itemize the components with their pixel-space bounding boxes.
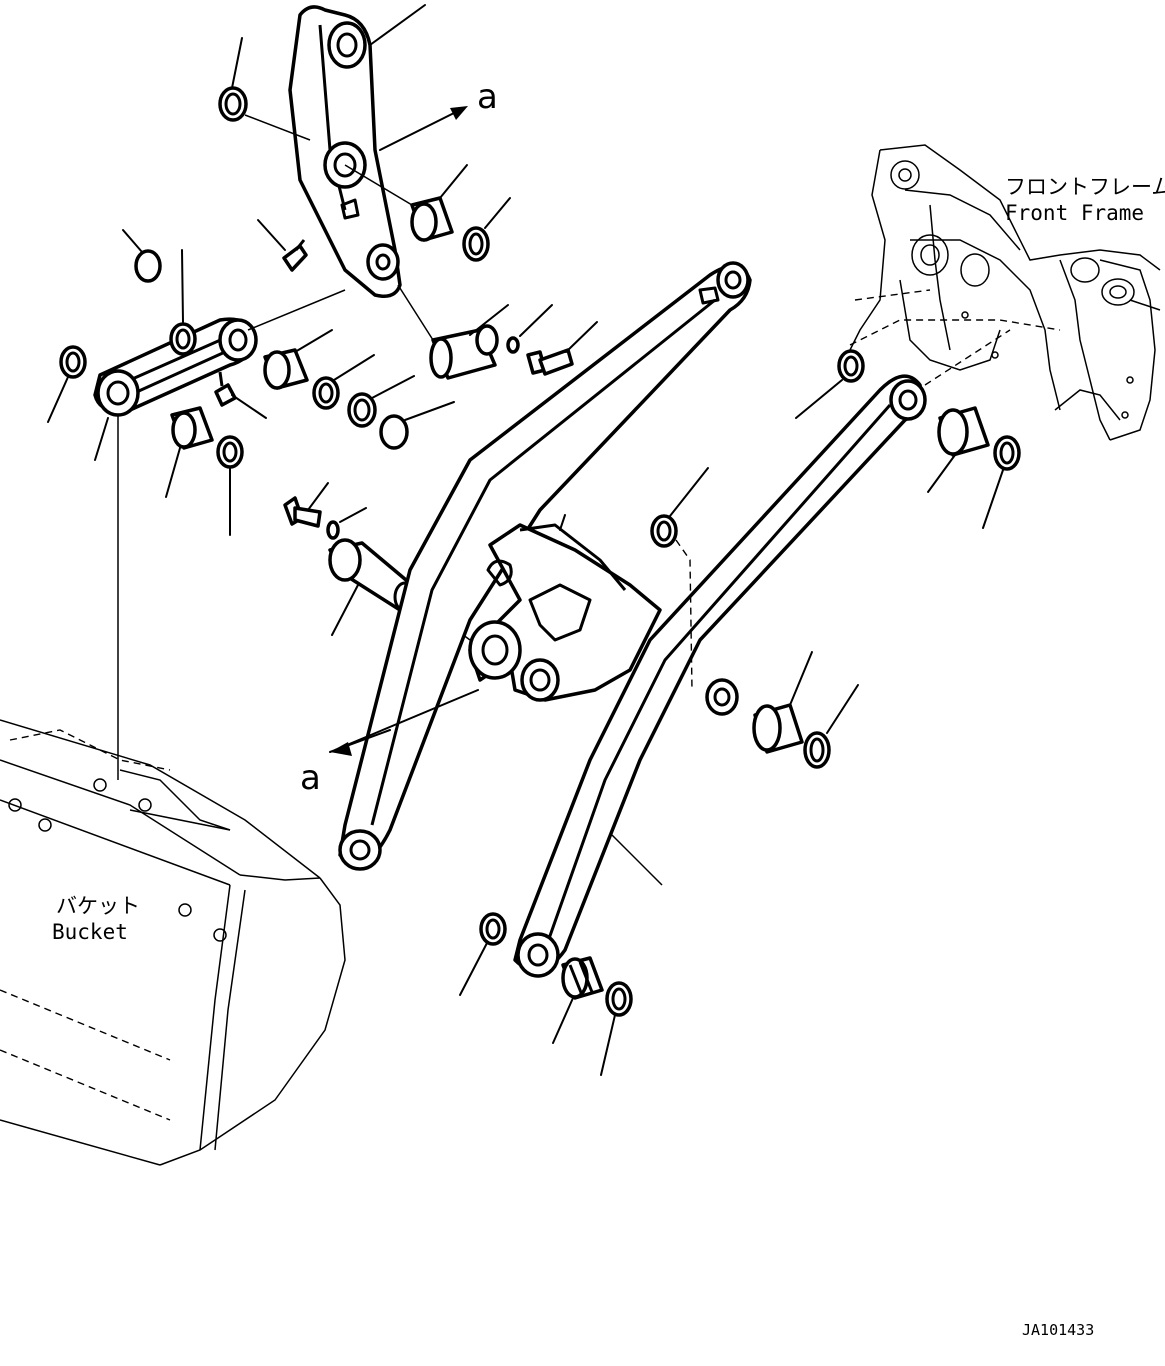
cap xyxy=(134,249,162,283)
grease-fitting xyxy=(214,371,237,407)
bucket-drawing xyxy=(0,719,346,1166)
washer xyxy=(326,520,340,540)
cap xyxy=(379,414,409,450)
leader-line xyxy=(294,329,333,353)
bushing xyxy=(937,406,990,457)
view-arrow-top xyxy=(379,109,461,151)
lift-arm-right xyxy=(513,374,927,978)
washer xyxy=(506,336,520,354)
seal-ring xyxy=(650,514,678,548)
seal-ring xyxy=(169,322,197,356)
grease-fitting xyxy=(282,239,308,272)
view-marker-bottom: a xyxy=(300,758,321,798)
bucket-label-ja: バケット xyxy=(56,894,140,918)
leader-line xyxy=(257,219,286,251)
view-arrow-top-head xyxy=(450,106,468,120)
leader-line xyxy=(439,164,468,199)
leader-line xyxy=(339,507,367,523)
seal-ring xyxy=(837,349,865,383)
seal-ring xyxy=(462,226,490,262)
leader-line xyxy=(469,304,509,336)
leader-bell-crank xyxy=(369,4,426,46)
leader-line xyxy=(826,684,859,734)
leader-line xyxy=(333,354,375,381)
leader-line xyxy=(181,249,184,323)
leader-line xyxy=(94,417,109,461)
leader-line xyxy=(307,482,329,511)
view-marker-top: a xyxy=(477,77,498,117)
leader-line xyxy=(519,304,553,337)
leader-line xyxy=(231,394,267,419)
leader-line xyxy=(552,997,574,1044)
leader-line xyxy=(565,321,598,353)
seal-ring xyxy=(605,981,633,1017)
leader-line xyxy=(484,197,511,229)
leader-line xyxy=(600,1014,616,1076)
bolt xyxy=(526,348,574,376)
leader-line xyxy=(927,454,956,493)
leader-line xyxy=(344,164,413,206)
leader-line xyxy=(331,584,359,636)
leader-line xyxy=(122,229,143,253)
leader-line xyxy=(397,284,434,341)
bushing xyxy=(410,196,454,242)
seal-ring xyxy=(803,731,831,769)
seal-ring xyxy=(59,345,87,379)
leader-line xyxy=(329,729,391,753)
drawing-code: JA101433 xyxy=(1022,1321,1094,1339)
bushing xyxy=(263,348,309,390)
seal-ring xyxy=(479,912,507,946)
leader-line xyxy=(165,447,181,498)
bell-crank xyxy=(288,5,402,298)
front-frame-label-en: Front Frame xyxy=(1005,201,1144,225)
leader-line xyxy=(982,469,1004,529)
leader-line xyxy=(371,375,415,399)
leader-line xyxy=(244,114,311,141)
front-frame-label-ja: フロントフレーム xyxy=(1005,175,1165,199)
seal-ring xyxy=(993,435,1021,471)
seal-ring xyxy=(347,392,377,428)
leader-line xyxy=(404,401,455,421)
leader-line xyxy=(789,651,813,706)
leader-right-arm xyxy=(611,834,663,886)
guide-line xyxy=(924,329,1011,386)
leader-line xyxy=(559,514,566,531)
bucket-label-en: Bucket xyxy=(52,920,128,944)
leader-line xyxy=(247,289,346,331)
leader-line xyxy=(231,37,243,89)
view-arrow-bottom xyxy=(334,689,479,751)
leader-line xyxy=(459,942,488,996)
bushing xyxy=(170,406,214,450)
bushing xyxy=(561,956,604,1000)
lift-arm-left xyxy=(338,261,752,871)
seal-ring xyxy=(312,376,340,410)
bushing xyxy=(752,703,804,754)
bucket-link xyxy=(93,317,258,417)
bolt xyxy=(283,496,322,528)
pin xyxy=(429,324,499,380)
cross-tube xyxy=(468,523,662,702)
leader-line xyxy=(47,376,69,423)
guide-line xyxy=(675,539,693,691)
front-frame-drawing xyxy=(849,144,1161,441)
leader-line xyxy=(669,467,709,517)
leader-line xyxy=(795,379,843,419)
